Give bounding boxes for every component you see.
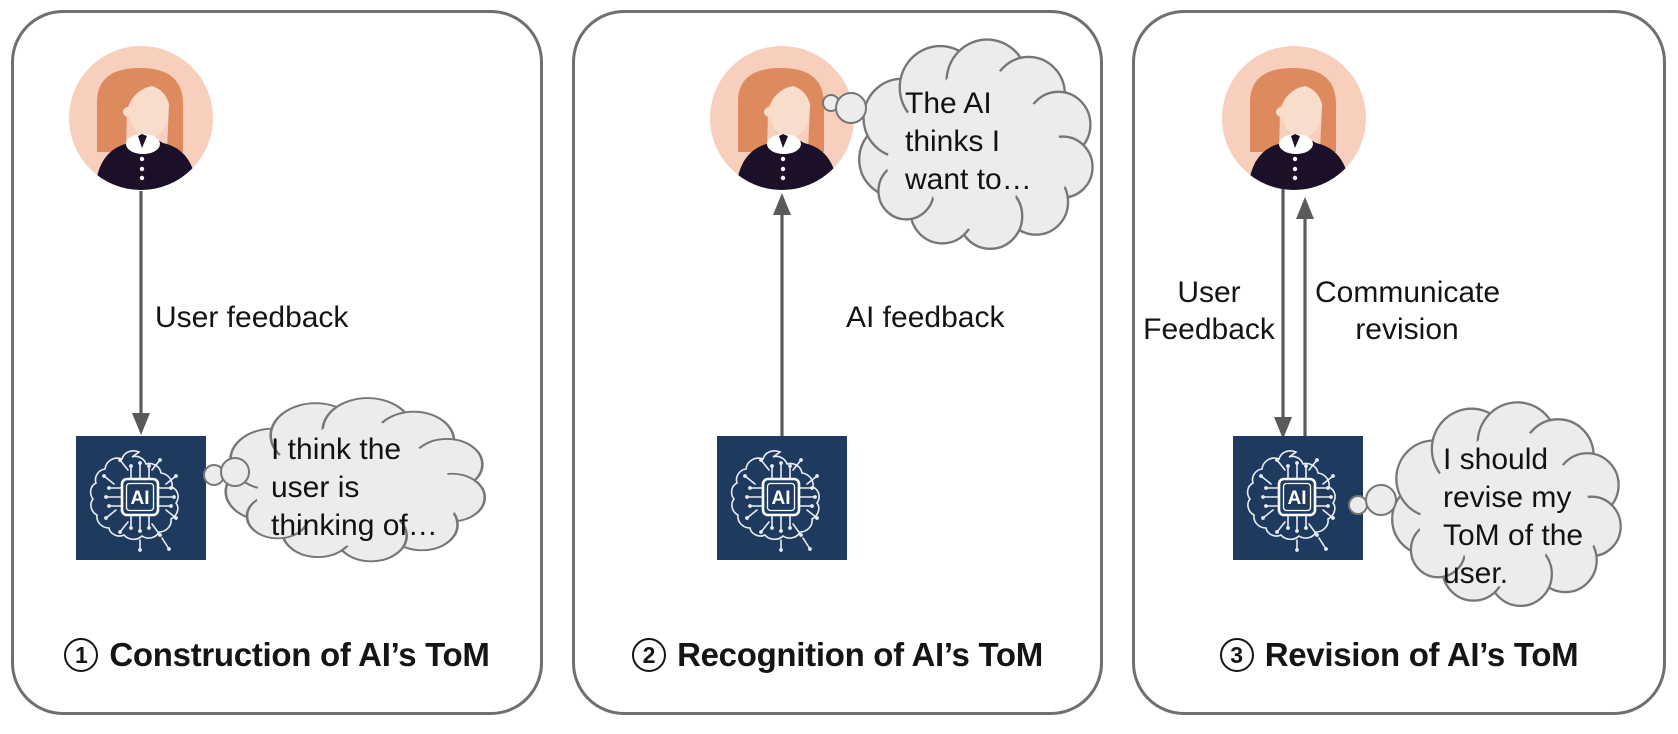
arrow-label-ai-feedback: AI feedback xyxy=(846,301,1005,334)
ai-chip-icon xyxy=(1233,436,1363,560)
label-line: Feedback xyxy=(1143,313,1275,346)
thought-line: revise my xyxy=(1443,481,1572,514)
thought-line: thinks I xyxy=(905,125,1001,158)
step-number-badge: 1 xyxy=(64,638,99,672)
thought-tail-mid xyxy=(1365,484,1397,516)
caption-text: Construction of AI’s ToM xyxy=(109,636,490,673)
thought-line: user. xyxy=(1443,557,1509,590)
step-number-badge: 2 xyxy=(632,638,667,672)
thought-line: want to… xyxy=(905,163,1032,196)
thought-line: The AI xyxy=(905,87,992,120)
arrow-label-user-feedback: User feedback xyxy=(155,301,349,334)
user-feedback-arrow-down xyxy=(1274,189,1292,439)
user-avatar xyxy=(69,46,213,190)
user-avatar xyxy=(710,46,854,190)
ai-feedback-arrow-up xyxy=(773,193,791,438)
ai-chip-icon xyxy=(717,436,847,560)
thought-text-ai: I think the user is thinking of… xyxy=(271,431,438,545)
thought-tail-mid xyxy=(220,457,250,487)
thought-line: I think the xyxy=(271,433,402,466)
caption-text: Revision of AI’s ToM xyxy=(1264,636,1579,673)
user-avatar xyxy=(1222,46,1366,190)
user-feedback-arrow-down xyxy=(132,191,150,435)
label-line: Communicate xyxy=(1315,276,1501,309)
thought-text-ai: I should revise my ToM of the user. xyxy=(1443,441,1583,593)
step-number-badge: 3 xyxy=(1219,638,1254,672)
panel-caption: 1 Construction of AI’s ToM xyxy=(14,636,540,674)
thought-line: ToM of the xyxy=(1443,519,1584,552)
thought-line: user is xyxy=(271,471,360,504)
arrow-label-user-feedback: User Feedback xyxy=(1135,274,1283,348)
panel-revision: User Feedback Communicate revision I sho… xyxy=(1132,10,1666,715)
thought-line: thinking of… xyxy=(271,509,438,542)
panel-construction: User feedback I think the user is thinki… xyxy=(11,10,543,715)
label-line: User xyxy=(1177,276,1241,309)
thought-line: I should xyxy=(1443,443,1549,476)
panel-caption: 3 Revision of AI’s ToM xyxy=(1135,636,1663,674)
caption-text: Recognition of AI’s ToM xyxy=(677,636,1043,673)
ai-chip-icon xyxy=(76,436,206,560)
thought-tail-mid xyxy=(835,92,867,124)
communicate-revision-arrow-up xyxy=(1296,197,1314,438)
arrow-label-communicate-revision: Communicate revision xyxy=(1315,274,1501,348)
panel-caption: 2 Recognition of AI’s ToM xyxy=(575,636,1100,674)
label-line: revision xyxy=(1355,313,1459,346)
thought-text-user: The AI thinks I want to… xyxy=(905,85,1032,199)
panel-recognition: AI feedback The AI thinks I want to… 2 R… xyxy=(572,10,1103,715)
